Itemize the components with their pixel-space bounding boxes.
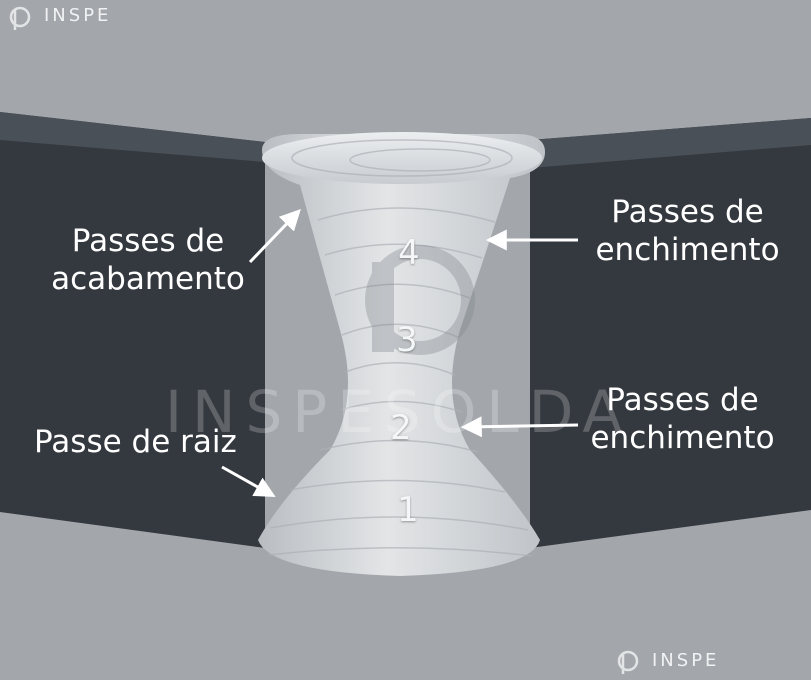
label-filling-lower-line-2: enchimento (590, 420, 775, 456)
watermark-center-text: INSPESOLDA (165, 378, 633, 446)
label-root-pass: Passe de raiz (34, 424, 237, 460)
label-finishing-line-2: acabamento (51, 261, 245, 297)
watermark-corner-text: INSPE (44, 5, 112, 26)
right-plate (530, 118, 811, 548)
pass-number-1: 1 (397, 490, 419, 530)
arrow-root (221, 465, 276, 498)
label-filling-passes-upper: Passes de enchimento (590, 193, 785, 269)
label-filling-passes-lower: Passes de enchimento (585, 381, 780, 457)
bead-ripples (267, 139, 533, 557)
label-finishing-passes: Passes de acabamento (48, 222, 248, 298)
cap-pass (262, 132, 542, 184)
watermark-logo (365, 245, 475, 355)
left-plate (0, 112, 265, 548)
weld-bead (258, 134, 545, 576)
watermark-corner-text-bottom: INSPE (652, 650, 720, 671)
pass-number-2: 2 (390, 408, 412, 448)
arrow-filling-lower (460, 416, 579, 438)
left-plate-top-face (0, 112, 265, 162)
pass-number-4: 4 (398, 233, 420, 273)
label-filling-upper-line-2: enchimento (595, 232, 780, 268)
label-finishing-line-1: Passes de (71, 223, 225, 259)
arrow-finishing (248, 208, 301, 264)
label-filling-lower-line-1: Passes de (606, 382, 759, 418)
right-plate-top-face (530, 118, 811, 168)
watermark-corner-icon-bottom (617, 650, 639, 674)
watermark-corner-icon (9, 6, 31, 30)
label-filling-upper-line-1: Passes de (611, 194, 764, 230)
pass-number-3: 3 (396, 320, 418, 360)
